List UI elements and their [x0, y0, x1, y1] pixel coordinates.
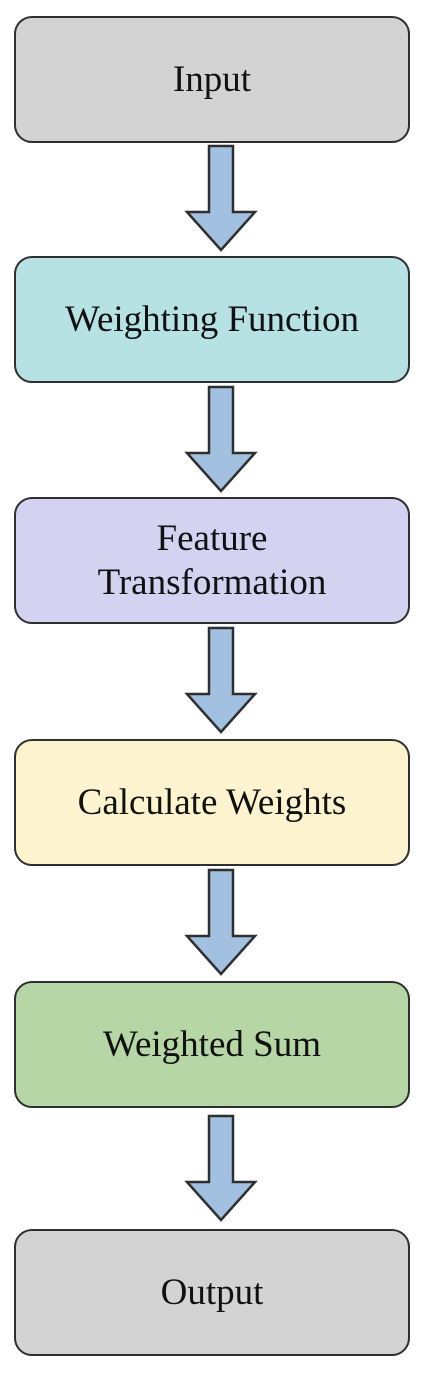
step-calculate-weights-box: Calculate Weights: [14, 739, 410, 866]
step-weighted-sum-label: Weighted Sum: [103, 1023, 321, 1067]
step-input-box: Input: [14, 16, 410, 143]
down-arrow-icon: [184, 144, 258, 252]
step-feature-transformation-line-2: Transformation: [97, 561, 327, 603]
step-weighting-function-label: Weighting Function: [65, 298, 359, 342]
step-feature-transformation-line-1: Feature: [156, 517, 268, 559]
down-arrow-icon: [184, 385, 258, 493]
down-arrow-icon: [184, 1114, 258, 1222]
step-calculate-weights-label: Calculate Weights: [78, 781, 347, 825]
step-output-text: Output: [160, 1271, 264, 1313]
step-weighting-function-text: Weighting Function: [64, 298, 360, 340]
step-weighting-function-box: Weighting Function: [14, 256, 410, 383]
step-feature-transformation-label: Feature Transformation: [98, 517, 327, 605]
down-arrow-icon: [184, 626, 258, 734]
step-output-label: Output: [161, 1271, 264, 1315]
step-input-label: Input: [173, 58, 251, 102]
step-calculate-weights-text: Calculate Weights: [77, 781, 347, 823]
step-weighted-sum-box: Weighted Sum: [14, 981, 410, 1108]
step-input-text: Input: [172, 58, 252, 100]
step-feature-transformation-box: Feature Transformation: [14, 497, 410, 624]
down-arrow-icon: [184, 868, 258, 976]
step-weighted-sum-text: Weighted Sum: [103, 1023, 321, 1065]
step-output-box: Output: [14, 1229, 410, 1356]
